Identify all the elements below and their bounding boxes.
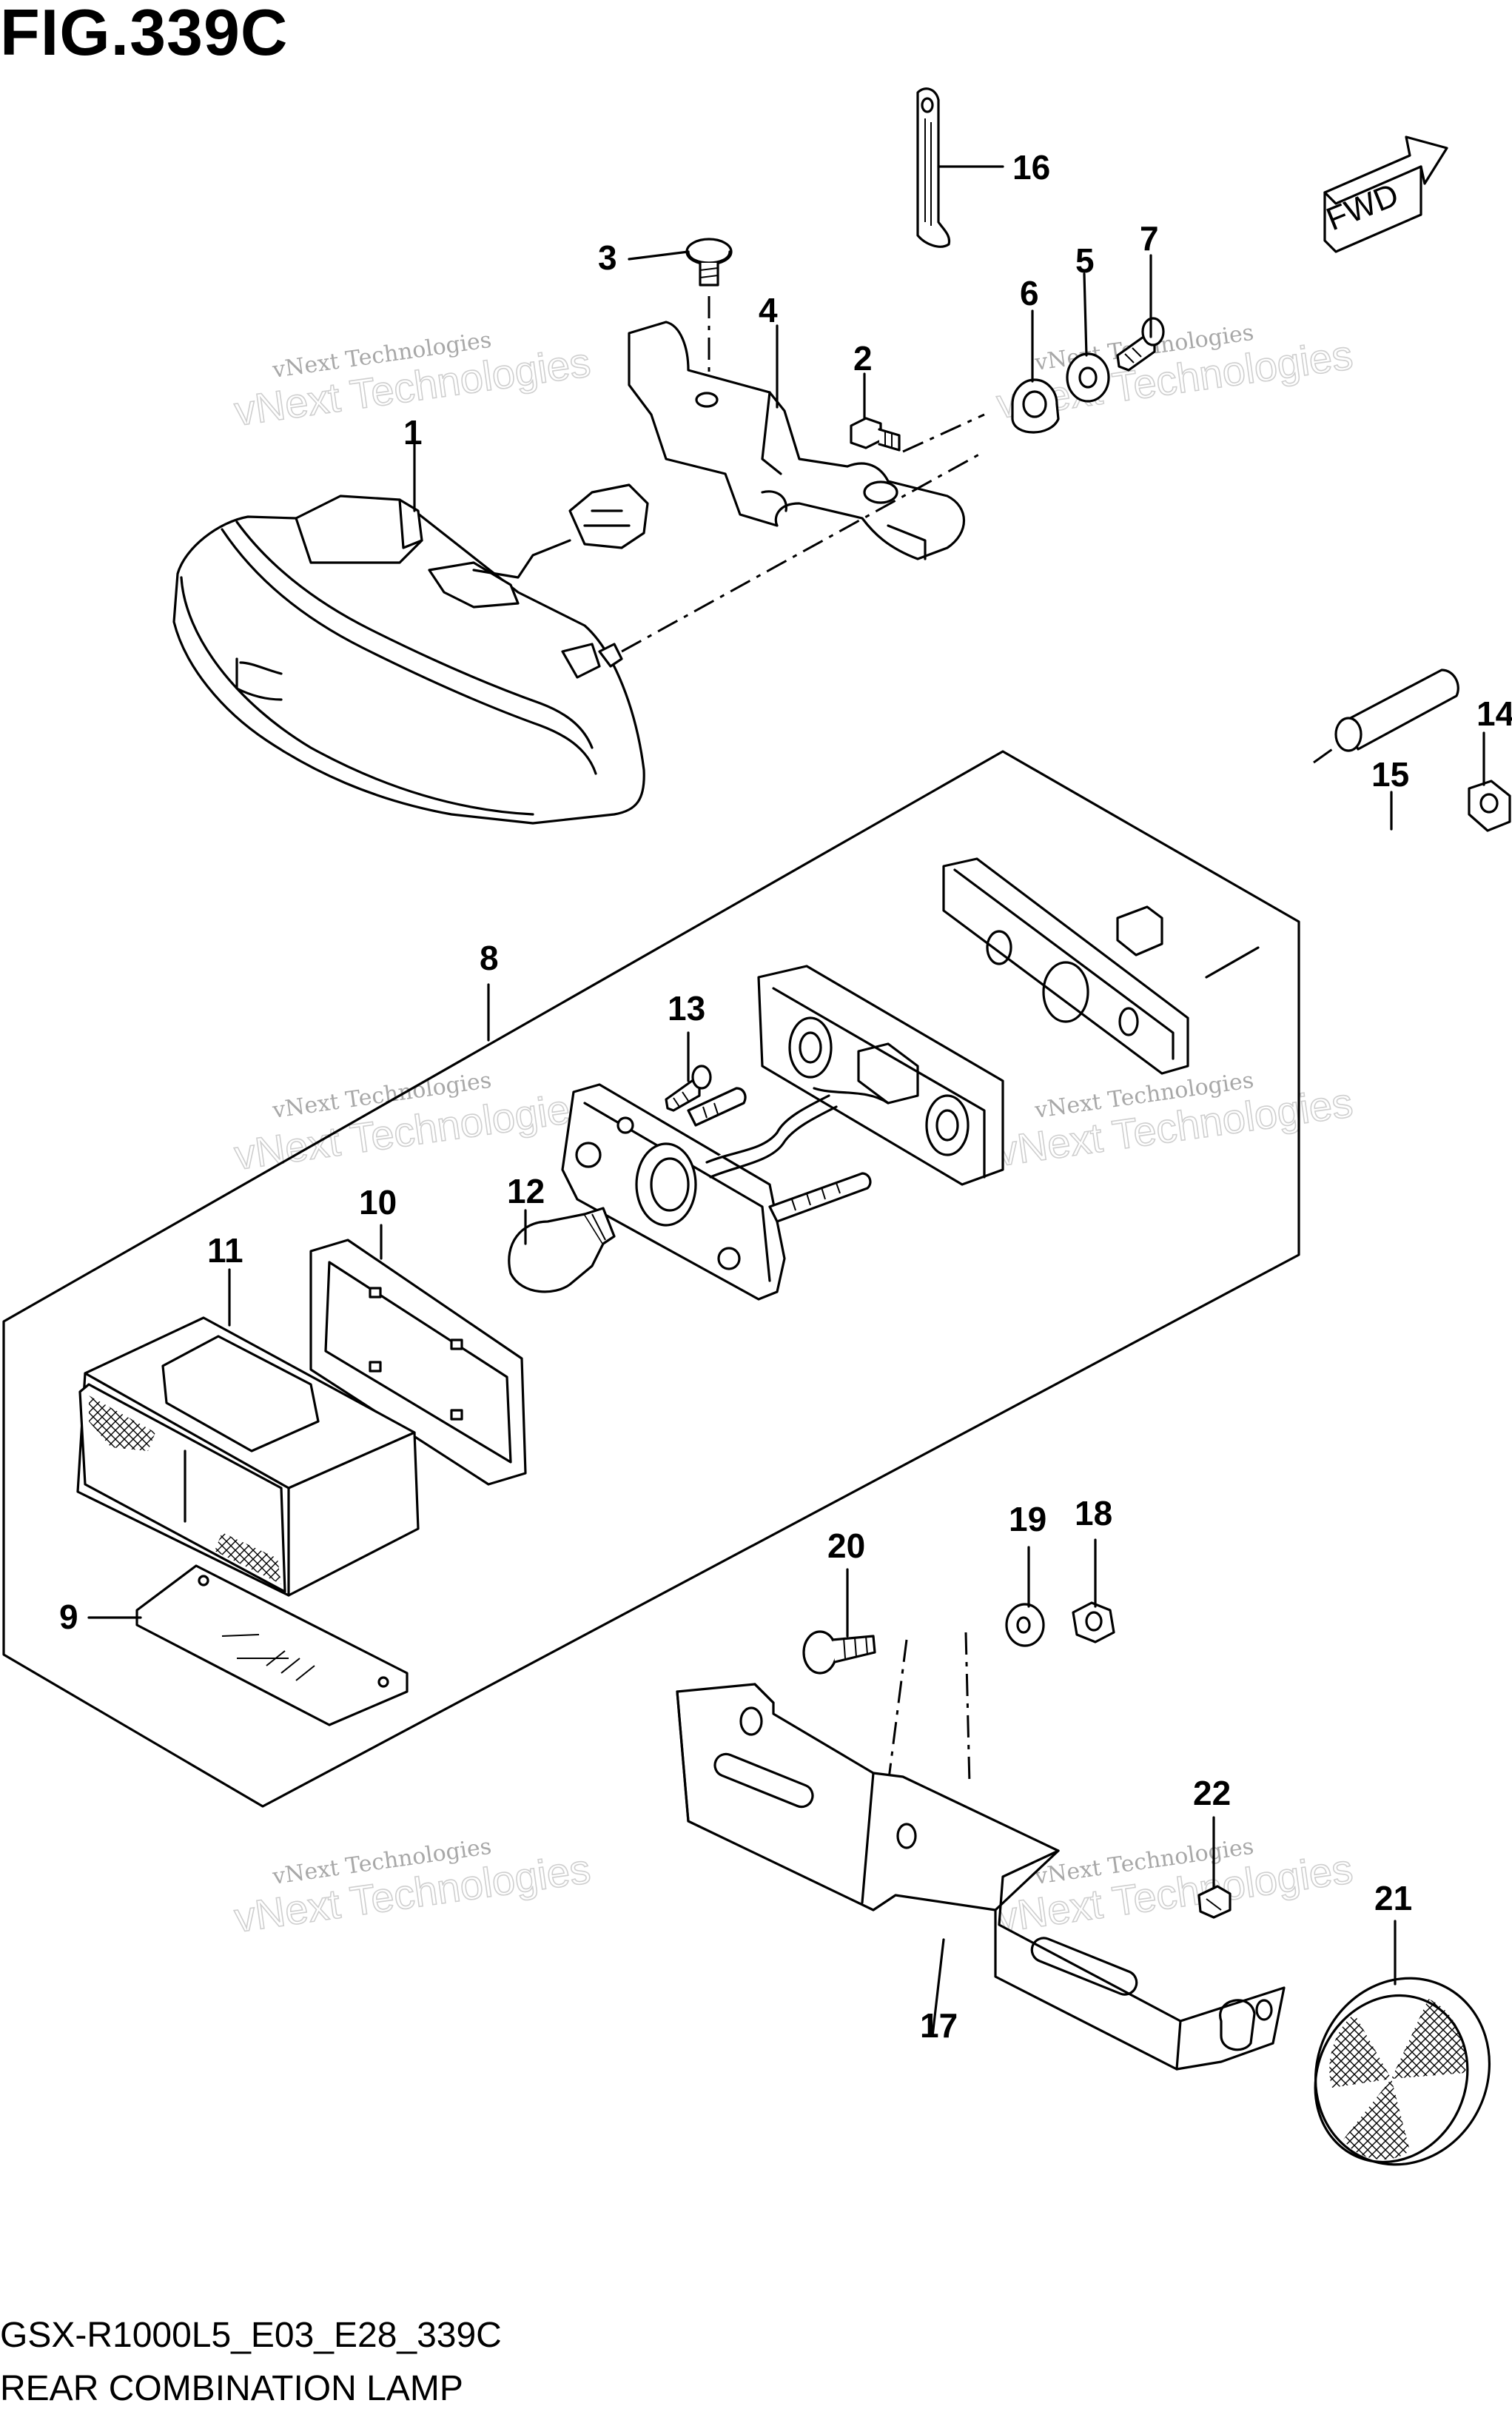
part-13-screw (665, 1065, 712, 1112)
callout-17: 17 (920, 2006, 958, 2045)
callout-1: 1 (403, 413, 423, 452)
callout-3: 3 (598, 238, 617, 277)
part-7-bolt (1116, 317, 1165, 372)
part-11-lens (76, 1316, 420, 1597)
callout-10: 10 (359, 1183, 397, 1222)
callout-13: 13 (668, 989, 705, 1028)
model-code: GSX-R1000L5_E03_E28_339C (0, 2316, 502, 2355)
part-21-round-reflector (1314, 1977, 1491, 2166)
callout-20: 20 (827, 1527, 865, 1565)
section-name: REAR COMBINATION LAMP (0, 2369, 463, 2408)
callout-15: 15 (1371, 755, 1409, 794)
fwd-arrow-icon: FWD (1321, 135, 1448, 253)
part-6-grommet (1011, 378, 1060, 434)
part-22-screw (1197, 1885, 1232, 1919)
callout-16: 16 (1012, 148, 1050, 187)
part-8-socket-board (561, 1083, 872, 1301)
callout-14: 14 (1476, 694, 1512, 733)
part-15-collar (1313, 669, 1459, 764)
callout-19: 19 (1009, 1500, 1046, 1538)
part-2-bolt (850, 413, 985, 453)
callout-5: 5 (1075, 241, 1095, 280)
part-3-screw (685, 238, 733, 385)
part-4-bracket (628, 321, 965, 560)
part-12-bulb (508, 1207, 616, 1293)
callout-11: 11 (207, 1231, 243, 1270)
part-19-washer (964, 1603, 1045, 1785)
callout-8: 8 (480, 939, 499, 977)
callout-4: 4 (759, 291, 778, 329)
watermark-4: vNext Technologies vNext Technologies (993, 1068, 1356, 1176)
part-14-nut (1468, 780, 1511, 832)
part-8-group-outline (2, 750, 1300, 1808)
part-16-clip (916, 87, 1004, 248)
callout-2: 2 (853, 339, 873, 378)
callout-leaders (87, 250, 1485, 2037)
callout-9: 9 (59, 1598, 78, 1636)
part-8-housing (757, 965, 1004, 1186)
part-18-nut (1072, 1601, 1115, 1643)
watermark-5: vNext Technologies vNext Technologies (231, 1834, 594, 1942)
part-17-bracket (676, 1683, 1286, 2071)
callout-22: 22 (1193, 1774, 1231, 1812)
callout-12: 12 (507, 1172, 545, 1210)
callout-21: 21 (1374, 1879, 1412, 1917)
figure-title: FIG.339C (0, 0, 289, 69)
callout-numbers: 1 2 3 4 5 6 7 8 9 10 11 12 13 14 15 16 1… (59, 148, 1512, 2045)
callout-18: 18 (1075, 1494, 1112, 1532)
part-1-tail-lamp (172, 450, 985, 825)
part-9-reflector-plate (135, 1564, 409, 1726)
callout-7: 7 (1140, 219, 1159, 258)
callout-6: 6 (1020, 274, 1039, 312)
part-20-screw (802, 1630, 908, 1785)
part-8-back-plate (942, 857, 1260, 1075)
part-5-washer (1066, 352, 1110, 403)
part-10-gasket (309, 1239, 527, 1486)
